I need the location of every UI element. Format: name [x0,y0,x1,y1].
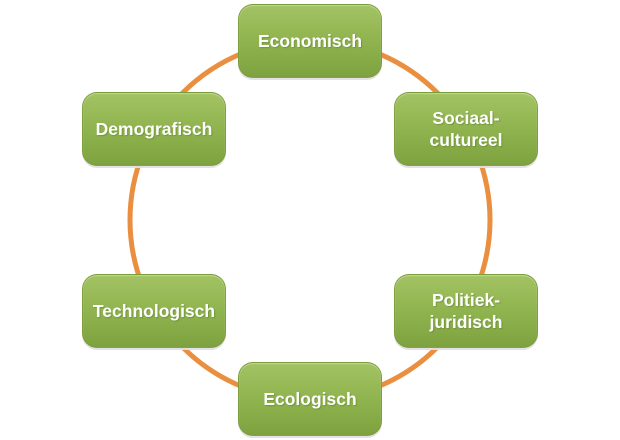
node-sociaal-cultureel-label: Sociaal- cultureel [429,108,503,150]
node-ecologisch-label: Ecologisch [263,389,357,409]
node-ecologisch: Ecologisch [238,362,382,436]
node-politiek-juridisch: Politiek- juridisch [394,274,538,348]
node-demografisch-label: Demografisch [95,119,213,139]
node-demografisch: Demografisch [82,92,226,166]
node-politiek-juridisch-label: Politiek- juridisch [429,290,503,332]
node-economisch: Economisch [238,4,382,78]
node-technologisch: Technologisch [82,274,226,348]
node-economisch-label: Economisch [257,31,363,51]
node-sociaal-cultureel: Sociaal- cultureel [394,92,538,166]
node-technologisch-label: Technologisch [92,301,216,321]
